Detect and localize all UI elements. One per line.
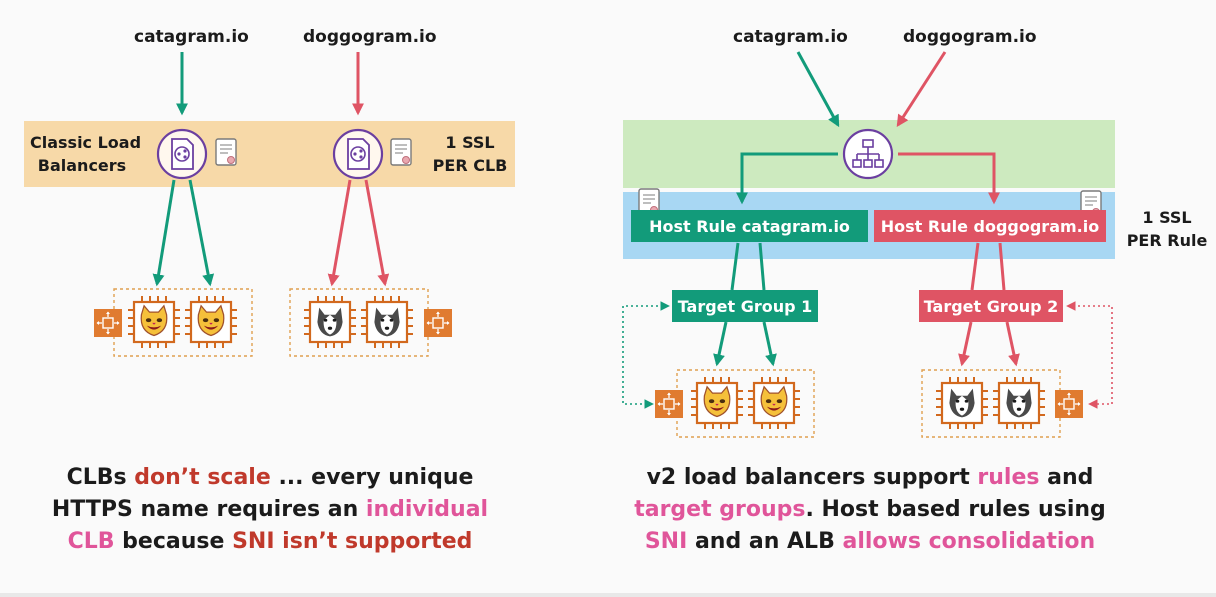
clb-panel	[24, 121, 515, 187]
target-group-2: Target Group 2	[919, 290, 1063, 322]
arrow-clb2-to-instance2	[364, 179, 390, 287]
domain-label-doggogram-alb: doggogram.io	[903, 27, 1037, 47]
arrow-clb1-to-instance2	[188, 179, 215, 287]
bottom-divider	[0, 593, 1216, 597]
arrow-doggogram-to-alb	[896, 51, 947, 128]
clb-panel-label-line2: Balancers	[37, 156, 127, 175]
arrow-clb1-to-instance1	[152, 179, 176, 287]
cat-instance-icon	[689, 375, 745, 431]
caption-left-highlight: don’t scale	[134, 465, 271, 490]
ssl-per-clb-label: 1 SSL PER CLB	[432, 131, 508, 177]
application-load-balancer-icon	[842, 128, 894, 180]
caption-right-highlight: rules	[977, 465, 1040, 490]
arrow-clb2-to-instance1	[327, 179, 352, 287]
host-rule-doggogram: Host Rule doggogram.io	[874, 210, 1106, 242]
caption-left-text: CLBs	[66, 465, 135, 490]
caption-right-highlight: SNI	[644, 529, 688, 554]
instance-group-dog-alb	[921, 369, 1061, 438]
caption-left-highlight: CLB	[67, 529, 115, 554]
husky-instance-icon	[302, 294, 358, 350]
arrow-alb-to-rule-cat	[736, 152, 838, 205]
arrow-rule-dog-to-tg2-b	[998, 242, 1006, 291]
cat-instance-icon	[183, 294, 239, 350]
caption-right: v2 load balancers support rules and targ…	[620, 462, 1120, 558]
autoscaling-link-tg1	[622, 301, 670, 409]
arrow-tg2-to-instance1	[958, 321, 973, 367]
caption-right-highlight: allows consolidation	[842, 529, 1096, 554]
ssl-per-rule-line1: 1 SSL	[1142, 208, 1192, 227]
arrow-catagram-to-alb	[796, 51, 840, 128]
instance-group-dog	[289, 288, 429, 357]
caption-left-text: because	[114, 529, 233, 554]
arrow-tg1-to-instance1	[713, 321, 728, 367]
classic-load-balancer-icon	[156, 128, 208, 180]
caption-right-highlight: target groups	[634, 497, 806, 522]
ssl-per-rule-line2: PER Rule	[1126, 231, 1208, 250]
target-group-1: Target Group 1	[672, 290, 818, 322]
auto-scaling-icon	[1054, 389, 1084, 419]
classic-load-balancer-icon	[332, 128, 384, 180]
ssl-per-clb-line1: 1 SSL	[445, 133, 495, 152]
husky-instance-icon	[934, 375, 990, 431]
caption-left-highlight: SNI isn’t supported	[232, 529, 473, 554]
husky-instance-icon	[359, 294, 415, 350]
arrow-alb-to-rule-dog	[898, 152, 1000, 205]
auto-scaling-icon	[654, 389, 684, 419]
caption-right-text: and an ALB	[687, 529, 843, 554]
arrow-rule-cat-to-tg1	[730, 242, 740, 291]
caption-left-text: HTTPS name requires an	[51, 497, 366, 522]
caption-left-highlight: individual	[365, 497, 489, 522]
host-rule-catagram: Host Rule catagram.io	[631, 210, 868, 242]
caption-right-text: . Host based rules using	[805, 497, 1106, 522]
ssl-per-clb-line2: PER CLB	[432, 156, 508, 175]
clb-panel-label-line1: Classic Load	[30, 133, 142, 152]
auto-scaling-icon	[93, 308, 123, 338]
domain-label-catagram-alb: catagram.io	[733, 27, 848, 47]
arrow-rule-dog-to-tg2	[970, 242, 980, 291]
autoscaling-link-tg2	[1066, 301, 1113, 409]
caption-left-text: ... every unique	[270, 465, 474, 490]
caption-right-text: and	[1039, 465, 1094, 490]
clb-panel-label: Classic Load Balancers	[30, 131, 142, 177]
certificate-icon	[215, 138, 237, 166]
cat-instance-icon	[126, 294, 182, 350]
caption-right-text: v2 load balancers support	[646, 465, 978, 490]
instance-group-cat	[113, 288, 253, 357]
domain-label-doggogram: doggogram.io	[303, 27, 437, 47]
certificate-icon	[390, 138, 412, 166]
arrow-tg2-to-instance2	[1005, 321, 1020, 367]
arrow-rule-cat-to-tg1-b	[758, 242, 766, 291]
cat-instance-icon	[746, 375, 802, 431]
arrow-tg1-to-instance2	[762, 321, 777, 367]
ssl-per-rule-label: 1 SSL PER Rule	[1120, 206, 1214, 252]
domain-label-catagram: catagram.io	[134, 27, 249, 47]
caption-left: CLBs don’t scale ... every unique HTTPS …	[30, 462, 510, 558]
husky-instance-icon	[991, 375, 1047, 431]
auto-scaling-icon	[423, 308, 453, 338]
